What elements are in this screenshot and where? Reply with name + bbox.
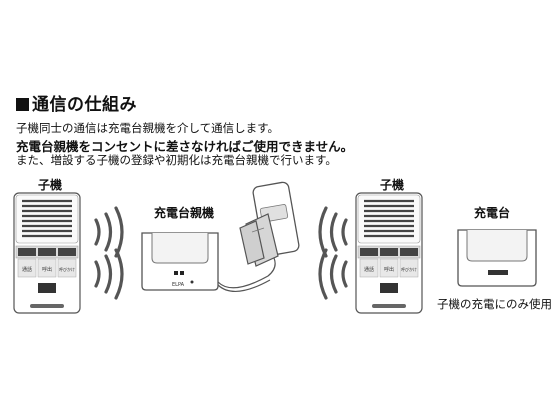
speaker-grille	[22, 199, 72, 238]
brand-logo: ELPA	[172, 282, 185, 288]
button-label-talk: 通話	[22, 266, 32, 273]
section-heading: 通信の仕組み	[16, 90, 137, 115]
charger-caption: 子機の充電にのみ使用	[437, 297, 552, 311]
button-label-call: 呼出	[42, 266, 52, 273]
power-adapter	[239, 181, 300, 267]
description-line-3: また、増設する子機の登録や初期化は充電台親機で行います。	[16, 153, 337, 167]
button-label-hail: 呼びかけ	[59, 266, 75, 272]
label-base-parent: 充電台親機	[154, 206, 215, 220]
power-cable	[217, 257, 276, 289]
section-title: 通信の仕組み	[32, 95, 137, 115]
handset-left: 通話 呼出 呼びかけ	[13, 192, 81, 314]
button-label-hail: 呼びかけ	[401, 266, 417, 272]
button-label-talk: 通話	[364, 266, 374, 273]
label-handset-right: 子機	[380, 178, 405, 192]
label-handset-left: 子機	[38, 178, 63, 192]
black-square-icon	[16, 98, 29, 111]
description-line-1: 子機同士の通信は充電台親機を介して通信します。	[16, 121, 280, 135]
wave-icon-left	[94, 206, 124, 300]
label-charger: 充電台	[474, 206, 511, 220]
charger-unit	[457, 229, 537, 287]
description-line-2-bold: 充電台親機をコンセントに差さなければご使用できません。	[16, 139, 354, 154]
speaker-grille	[364, 199, 414, 238]
base-parent-unit: ELPA	[141, 232, 219, 291]
handset-right: 通話 呼出 呼びかけ	[355, 192, 423, 314]
button-label-call: 呼出	[384, 266, 394, 273]
wave-icon-right	[318, 206, 348, 300]
